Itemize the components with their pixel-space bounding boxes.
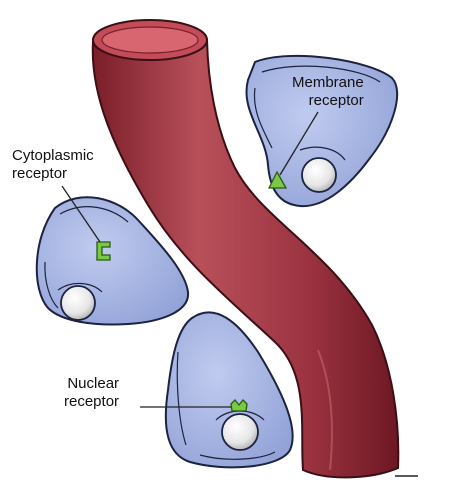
nuclear-receptor-icon (230, 399, 248, 412)
nuclear-receptor-label: Nuclear receptor (64, 375, 120, 410)
nucleus (301, 157, 337, 193)
blood-vessel (91, 19, 418, 479)
cytoplasmic-receptor-label: Cytoplasmic receptor (12, 147, 94, 182)
cell-cytoplasmic-receptor (35, 185, 190, 326)
membrane-receptor-label: Membrane receptor (292, 74, 364, 109)
membrane-leader-line (279, 111, 319, 176)
cytoplasmic-leader-line (61, 185, 101, 243)
nucleus (60, 285, 96, 321)
nucleus (221, 413, 259, 451)
membrane-receptor-icon (267, 170, 288, 189)
cell-nuclear-receptor (140, 311, 294, 469)
cytoplasmic-receptor-icon (96, 241, 111, 261)
cell-membrane-receptor (245, 54, 399, 208)
